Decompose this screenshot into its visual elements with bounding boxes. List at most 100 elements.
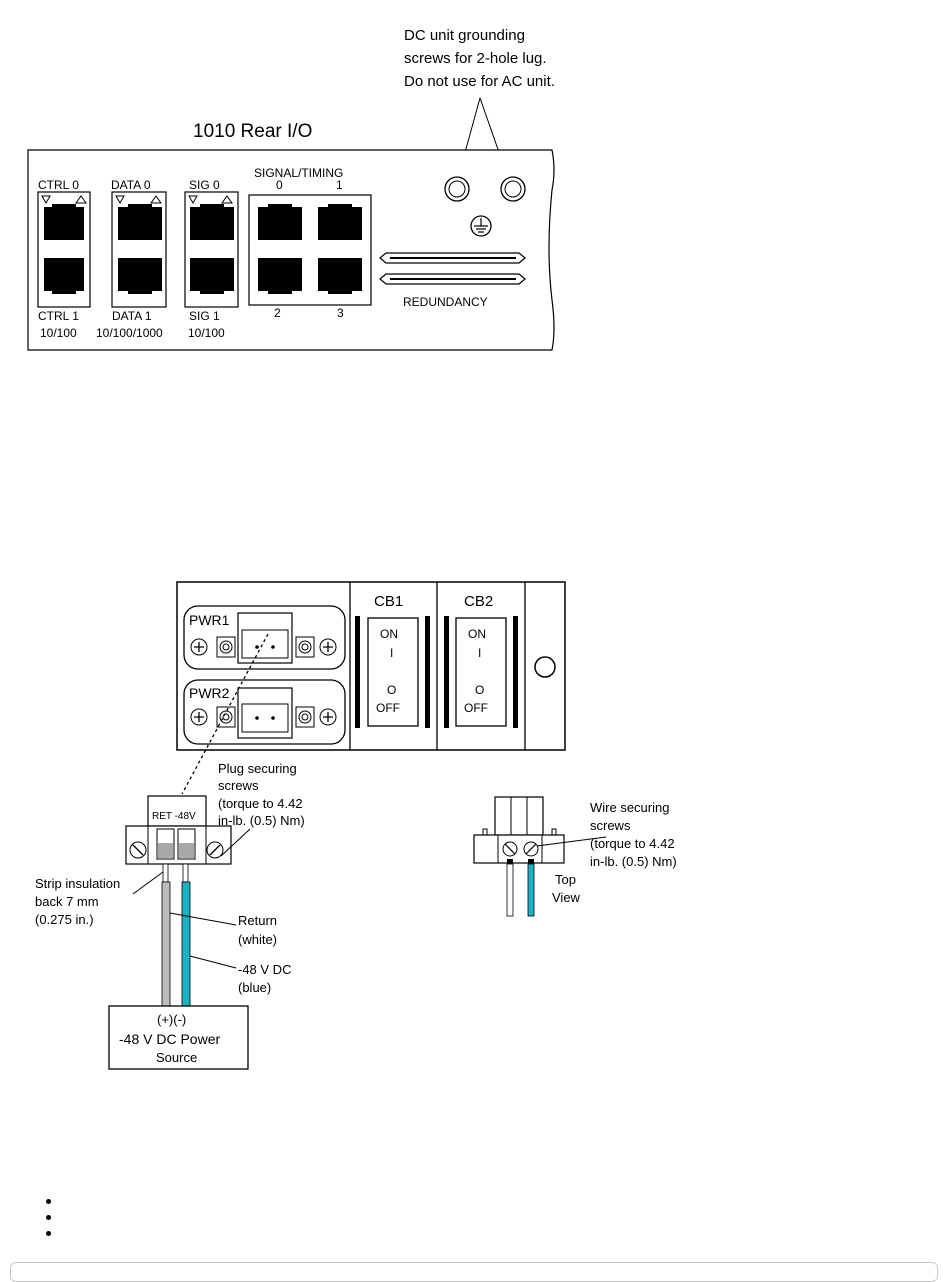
- pwr2-label: PWR2: [189, 685, 230, 701]
- data-0-label: DATA 0: [111, 178, 151, 192]
- cb2-label: CB2: [464, 593, 493, 610]
- sig-0-led2-icon: [221, 195, 233, 204]
- top-view-tab-left: [482, 828, 488, 836]
- cb1-on-symbol: I: [390, 646, 393, 660]
- ctrl-0-jack[interactable]: [44, 204, 84, 240]
- pwr2-module: PWR2: [183, 679, 346, 745]
- sig-0-jack[interactable]: [190, 204, 234, 240]
- sig-1-jack[interactable]: [190, 258, 234, 294]
- wire-note-line-4: in-lb. (0.5) Nm): [590, 854, 677, 869]
- neg48-wire-stripped: [182, 863, 189, 883]
- power-source-box: (+)(-) -48 V DC Power Source: [108, 1005, 249, 1070]
- redundancy-bottom-pins: [390, 278, 516, 280]
- connector-label-block: [147, 795, 207, 827]
- cb1-switch[interactable]: [367, 617, 419, 727]
- rear-io-title: 1010 Rear I/O: [193, 121, 312, 142]
- cb2-breaker: CB2 ON I O OFF: [444, 593, 518, 728]
- redundancy-top-pins: [390, 257, 516, 259]
- return-note-leader: [169, 912, 237, 926]
- top-view-screw-right-slot: [525, 843, 537, 855]
- pwr2-screw-left-icon[interactable]: [219, 710, 233, 724]
- wire-note-line-3: (torque to 4.42: [590, 836, 675, 851]
- bullet-item: [38, 1226, 58, 1242]
- top-view-connector-body: [473, 834, 565, 864]
- plug-note-line-2: screws: [218, 778, 259, 793]
- ctrl-1-jack[interactable]: [44, 258, 84, 294]
- power-source-frame: [108, 1005, 249, 1070]
- strip-note-line-1: Strip insulation: [35, 876, 120, 891]
- pwr2-plus-right-mark: [323, 712, 333, 722]
- top-view-plug-body: [494, 796, 544, 836]
- neg48-wire: [181, 881, 191, 1007]
- cb1-rail-right: [425, 616, 430, 728]
- bullet-list: [38, 1194, 58, 1242]
- neg48-note-leader: [189, 955, 237, 969]
- pwr1-screw-right-inner: [301, 643, 309, 651]
- top-view-screw-left-slot: [504, 843, 516, 855]
- cb2-off-symbol: O: [475, 683, 484, 697]
- pwr1-screw-left-icon[interactable]: [219, 640, 233, 654]
- cb1-rail-left: [355, 616, 360, 728]
- signal-timing-1-jack[interactable]: [318, 204, 362, 240]
- cb1-on-label: ON: [380, 627, 398, 641]
- pwr2-screw-left-inner: [222, 713, 230, 721]
- pwr1-pin-1: [255, 645, 259, 649]
- signal-timing-2-jack[interactable]: [258, 258, 302, 294]
- cb1-off-label: OFF: [376, 701, 400, 715]
- data-0-led-icon: [115, 195, 125, 205]
- data-1-label: DATA 1: [112, 309, 152, 323]
- cb1-off-symbol: O: [387, 683, 396, 697]
- sig-port-group: SIG 0 SIG 1 10/100: [184, 178, 239, 340]
- data-0-jack[interactable]: [118, 204, 162, 240]
- grounding-screw-right-inner: [504, 180, 522, 198]
- signal-timing-2-label: 2: [274, 306, 281, 320]
- pwr1-screw-right-icon[interactable]: [298, 640, 312, 654]
- cb2-switch[interactable]: [455, 617, 507, 727]
- bullet-item: [38, 1210, 58, 1226]
- redundancy-label: REDUNDANCY: [403, 295, 488, 309]
- data-1-jack[interactable]: [118, 258, 162, 294]
- sig-speed-label: 10/100: [188, 326, 225, 340]
- bullet-item: [38, 1194, 58, 1210]
- strip-note-leader: [132, 871, 164, 895]
- pwr2-screw-right-icon[interactable]: [298, 710, 312, 724]
- ctrl-0-led-icon: [41, 195, 51, 205]
- terminal-ret-fill: [158, 843, 173, 858]
- power-source-polarity: (+)(-): [157, 1012, 186, 1027]
- neg48-wire-note: -48 V DC (blue): [189, 955, 291, 995]
- sig-0-label: SIG 0: [189, 178, 220, 192]
- data-port-group: DATA 0 DATA 1 10/100/1000: [96, 178, 167, 340]
- signal-timing-0-jack[interactable]: [258, 204, 302, 240]
- top-view-line-2: View: [552, 890, 581, 905]
- cb2-on-label: ON: [468, 627, 486, 641]
- top-view-clamp-right: [528, 859, 534, 864]
- signal-timing-0-label: 0: [276, 178, 283, 192]
- pwr1-pin-2: [271, 645, 275, 649]
- strip-note-line-3: (0.275 in.): [35, 912, 94, 927]
- grounding-note-line-3: Do not use for AC unit.: [404, 73, 555, 90]
- top-view-detail: [473, 796, 565, 917]
- signal-timing-title: SIGNAL/TIMING: [254, 166, 343, 180]
- grounding-note-line-1: DC unit grounding: [404, 27, 525, 44]
- footer-panel: [10, 1262, 938, 1282]
- panel-indicator-icon: [534, 656, 556, 678]
- plug-note-leader: [220, 828, 251, 857]
- top-view-neg48-wire: [527, 863, 535, 917]
- cb2-off-label: OFF: [464, 701, 488, 715]
- wire-note-line-1: Wire securing: [590, 800, 669, 815]
- pwr2-plug-face: [241, 703, 289, 733]
- cb2-on-symbol: I: [478, 646, 481, 660]
- return-wire: [161, 881, 171, 1007]
- signal-timing-3-jack[interactable]: [318, 258, 362, 294]
- terminal-neg48-fill: [179, 843, 194, 858]
- return-note-line-1: Return: [238, 913, 277, 928]
- top-view-clamp-left: [507, 859, 513, 864]
- wire-securing-note: Wire securing screws (torque to 4.42 in-…: [536, 800, 677, 869]
- cb1-label: CB1: [374, 593, 403, 610]
- top-view-caption: Top View: [552, 872, 581, 905]
- pwr1-screw-left-inner: [222, 643, 230, 651]
- strip-note-line-2: back 7 mm: [35, 894, 99, 909]
- sig-1-label: SIG 1: [189, 309, 220, 323]
- plug-note-line-3: (torque to 4.42: [218, 796, 303, 811]
- cb2-rail-right: [513, 616, 518, 728]
